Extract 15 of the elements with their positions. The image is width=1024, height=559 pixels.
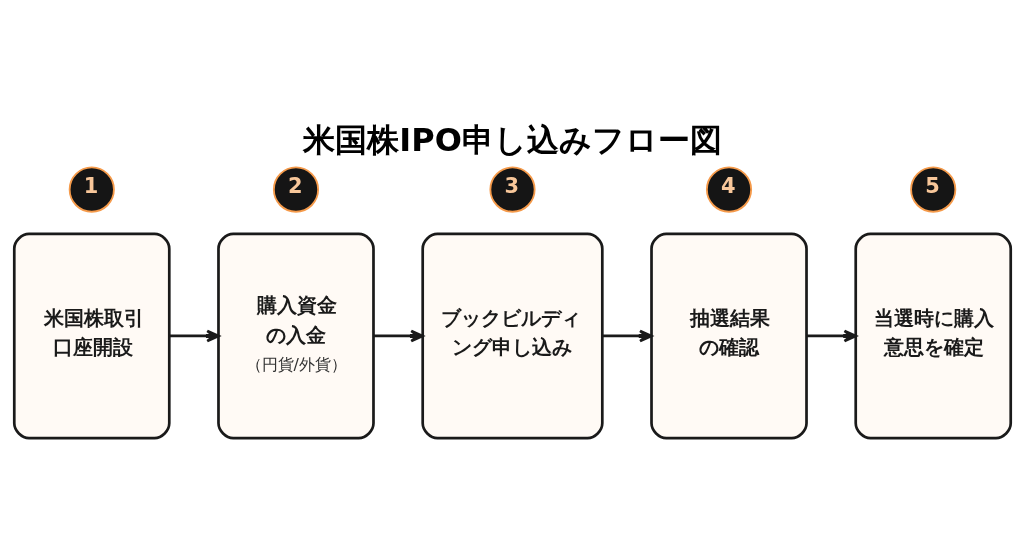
node-circle: 1: [68, 166, 115, 213]
node-box: 購入資金の入金 （円貨/外貨）: [216, 232, 375, 439]
node-circle: 3: [488, 166, 536, 213]
node-circle: 4: [705, 166, 752, 213]
arrow: [601, 329, 653, 342]
diagram-title: 米国株IPO申し込みフロー図: [302, 120, 722, 159]
node-box: 米国株取引口座開設: [12, 232, 171, 439]
arrow: [806, 329, 857, 342]
node-box: 当選時に購入意思を確定: [853, 232, 1012, 439]
node-circle: 2: [272, 166, 319, 213]
node-circle: 5: [909, 166, 956, 213]
arrow: [373, 329, 424, 342]
node-box: 抽選結果の確認: [649, 232, 808, 439]
node-box: ブックビルディング申し込み: [420, 232, 604, 439]
arrow: [168, 329, 220, 342]
